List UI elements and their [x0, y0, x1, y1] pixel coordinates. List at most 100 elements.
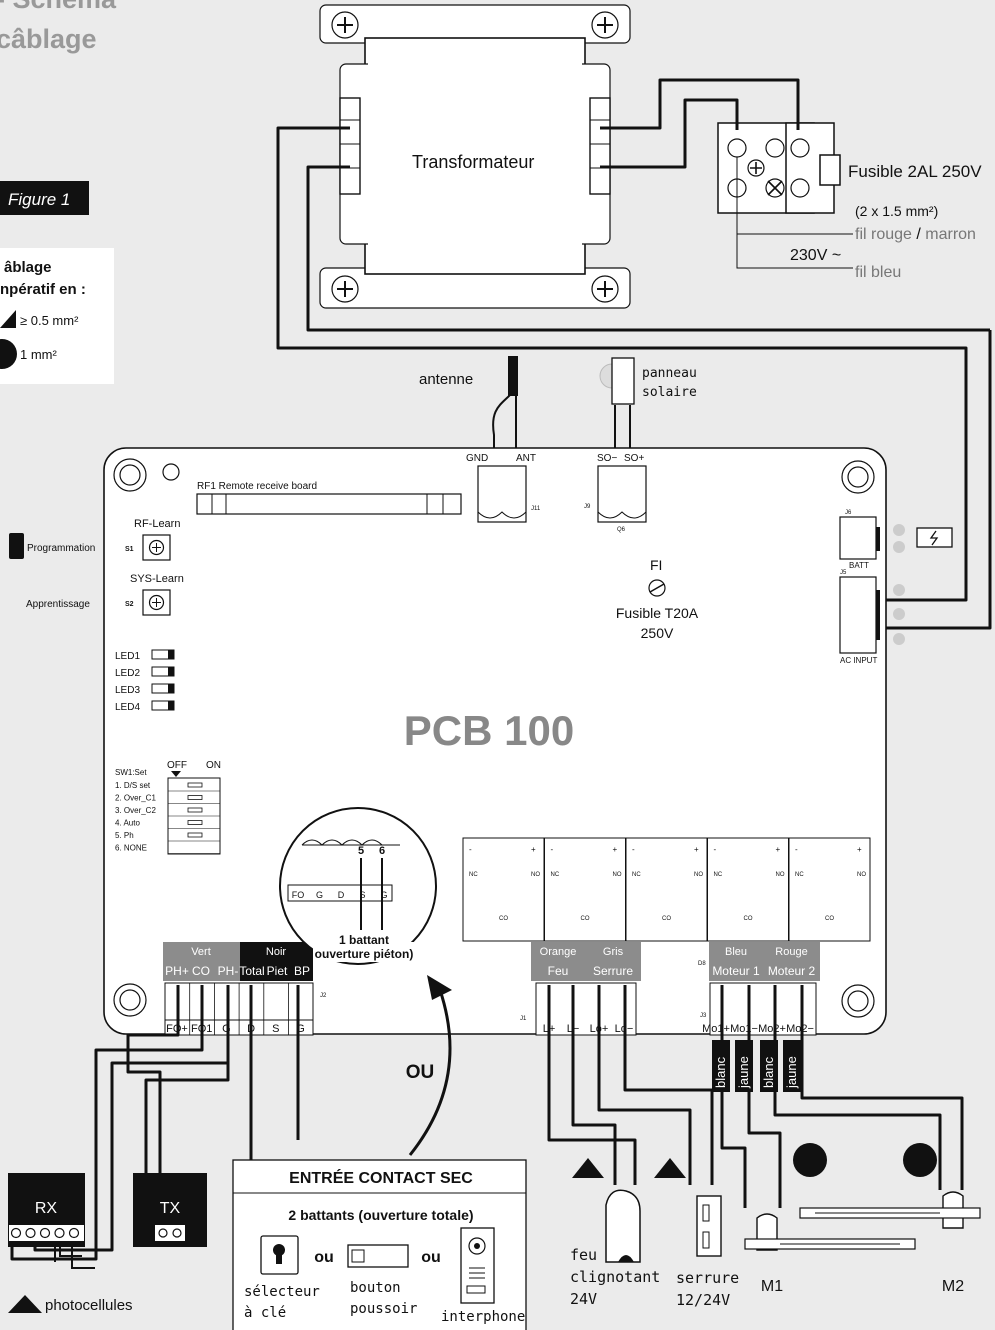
rx-pin	[68, 1227, 80, 1239]
rx-pin	[54, 1227, 65, 1239]
fuse-fi-label: FI	[650, 557, 662, 573]
solar-label-1: panneau	[642, 366, 697, 381]
wire-red-sep: /	[912, 226, 925, 243]
wire-ph-plus	[126, 985, 180, 1222]
relay-minus: -	[714, 845, 717, 854]
pcb-via	[162, 463, 180, 481]
or-label: OU	[406, 1062, 435, 1083]
relay-co: CO	[825, 916, 834, 922]
lock-label-2: 12/24V	[676, 1291, 730, 1309]
photocells: RX TX photocellules	[8, 1173, 207, 1314]
terminal-function: PH-	[218, 964, 239, 978]
rx-pin	[25, 1227, 36, 1239]
conn-j2: J2	[320, 993, 327, 999]
antenna-connector	[477, 465, 527, 523]
led-cap	[168, 667, 174, 676]
relay-co: CO	[744, 916, 753, 922]
terminal-strip-motors	[709, 982, 817, 1036]
func-band-feu	[531, 959, 585, 981]
intercom-label: interphone	[441, 1309, 525, 1325]
group_orange: Orange	[540, 946, 577, 958]
dip-toggle[interactable]	[187, 832, 203, 838]
conn-j11: J11	[531, 506, 541, 512]
transformer-core	[364, 37, 586, 275]
wire-red-a: fil rouge	[855, 226, 912, 243]
mag-pin-6: 6	[379, 845, 385, 857]
wire-transformer-secondary-1	[276, 126, 968, 602]
mount-hole-inner	[119, 989, 141, 1011]
ac-connector-edge	[876, 590, 880, 640]
screw-cross	[597, 281, 613, 297]
voltage-label: 230V ~	[790, 247, 841, 264]
magnifier-pin: D	[338, 890, 345, 900]
intercom-grill	[469, 1267, 485, 1279]
wire-ac-2	[880, 330, 992, 630]
func-band-vert	[163, 959, 240, 981]
relay-nc: NC	[714, 872, 723, 878]
dip-toggle[interactable]	[187, 807, 203, 813]
indicator-dot	[893, 524, 905, 536]
dry-contact-box: ENTRÉE CONTACT SEC 2 battants (ouverture…	[232, 1159, 527, 1330]
antenna-label: antenne	[419, 371, 473, 388]
dip-toggle[interactable]	[187, 782, 203, 788]
apprentissage-label: Apprentissage	[26, 599, 90, 610]
push-button-square	[351, 1249, 365, 1263]
conn-j6: J6	[845, 510, 852, 516]
mount-hole-inner	[847, 466, 869, 488]
transformer-left-terminal	[339, 97, 361, 195]
batt-ac-indicators	[893, 524, 953, 645]
intercom-lens	[474, 1243, 480, 1249]
triangle-icon	[8, 1295, 42, 1313]
relay-nc: NC	[632, 872, 641, 878]
plus-icon	[152, 598, 161, 607]
sys-learn-button[interactable]	[142, 589, 171, 616]
batt-connector-edge	[876, 527, 880, 551]
wire-lo-plus	[597, 985, 692, 1185]
magnifier-pin: S	[359, 890, 365, 900]
rx-label: RX	[35, 1200, 58, 1217]
fuse-holder: Fusible 2AL 250V (2 x 1.5 mm²) fil rouge…	[717, 122, 982, 281]
tx-pin	[172, 1228, 182, 1238]
cabling-box-bg	[0, 248, 114, 384]
relay-minus: -	[551, 845, 554, 854]
plus-icon	[152, 543, 161, 552]
mag-wires	[360, 858, 383, 930]
terminal-pin: Mo2−	[786, 1023, 814, 1035]
dip-item-label: 1. D/S set	[115, 781, 151, 790]
triangle-icon	[654, 1158, 686, 1178]
lock-label-1: serrure	[676, 1269, 739, 1287]
connector-curve	[477, 511, 527, 519]
wire-l-plus	[547, 985, 637, 1185]
terminal-hole	[790, 178, 810, 198]
magnifier-pins	[287, 884, 393, 902]
batt-connector	[839, 516, 877, 560]
conn-j5: J5	[840, 570, 847, 576]
pin-gnd: GND	[466, 453, 488, 464]
tx-label: TX	[160, 1200, 181, 1217]
magnifier-pin: FO	[292, 890, 305, 900]
terminal-strip-feu	[535, 982, 637, 1036]
dip-toggle[interactable]	[187, 820, 203, 825]
title-line-1: - Schéma	[0, 0, 117, 14]
mag-caption-bg	[313, 942, 419, 962]
pin-ant: ANT	[516, 453, 536, 464]
wire-lo-minus	[623, 985, 714, 1185]
wire-color-label: jaune	[736, 1056, 751, 1089]
screw-cross	[750, 162, 762, 174]
screw-cross	[597, 17, 613, 33]
dip-toggle[interactable]	[187, 795, 203, 800]
terminal-moteur2: Moteur 2	[768, 964, 816, 978]
relay-no: NO	[857, 872, 866, 878]
mag-caption-2: ouverture piéton)	[315, 947, 414, 961]
mag-pin-5: 5	[358, 845, 364, 857]
warning-light-lamp	[618, 1255, 634, 1262]
group_rouge: Rouge	[775, 946, 807, 958]
relay-minus: -	[795, 845, 798, 854]
terminal-function: BP	[294, 964, 310, 978]
rx-pin	[39, 1227, 51, 1239]
keyhole-slot	[276, 1252, 282, 1264]
fuse-fi-slash	[649, 583, 665, 593]
dip-item-label: 5. Ph	[115, 831, 134, 840]
